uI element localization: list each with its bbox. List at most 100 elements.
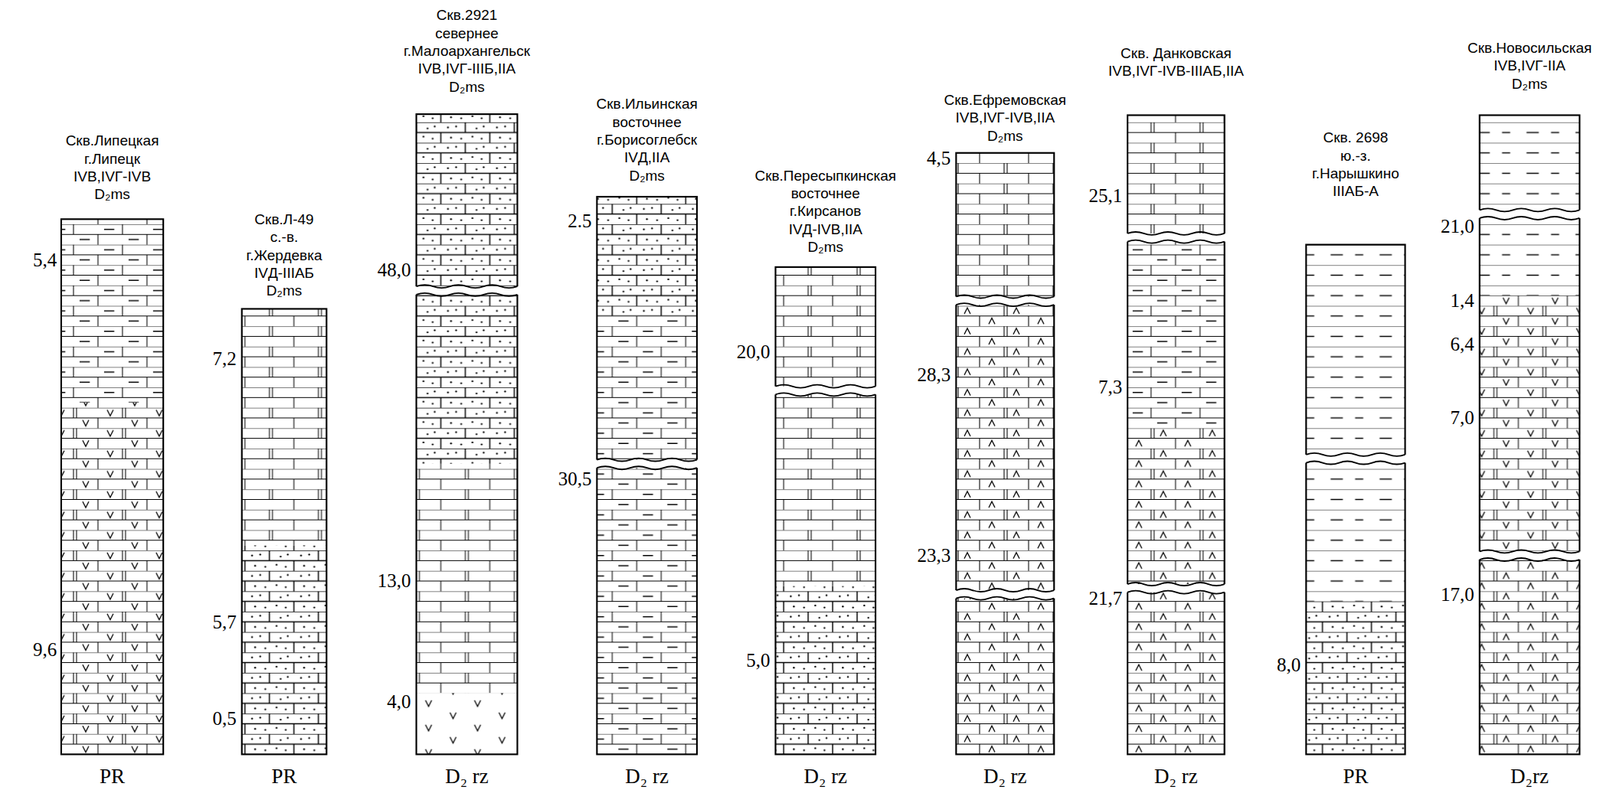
rock-layer	[1305, 245, 1405, 603]
break-line	[1127, 232, 1225, 236]
well-header: Скв.Л-49	[254, 210, 314, 229]
depth-value: 17,0	[1440, 584, 1475, 606]
rock-layer	[955, 153, 1054, 302]
well-header: г.Кирсанов	[789, 202, 861, 220]
depth-value: 28,3	[917, 364, 952, 387]
well-header: D₂ms	[1511, 75, 1548, 93]
column-outline	[775, 267, 877, 756]
well-header: севернее	[435, 24, 499, 43]
well-header: ю.-з.	[1340, 147, 1371, 165]
break-line	[416, 284, 518, 288]
depth-value: 20,0	[736, 341, 771, 364]
column-outline	[596, 196, 697, 755]
well-header: Скв.Пересыпкинская	[754, 166, 897, 185]
well-header: Скв.Новосильская	[1467, 39, 1592, 57]
break-line	[1479, 216, 1581, 220]
stratigraphic-index: D₂ rz	[803, 765, 848, 789]
depth-value: 48,0	[377, 259, 412, 282]
well-header: IVВ,IVГ-IIА	[1493, 56, 1566, 75]
well-header: с.-в.	[270, 228, 298, 246]
depth-value: 21,0	[1440, 215, 1475, 238]
well-header: Скв.Ефремовская	[944, 91, 1067, 109]
break-line	[775, 385, 877, 389]
well-header: г.Борисоглебск	[596, 130, 697, 149]
well-header: IVД-IVВ,IIА	[788, 220, 863, 239]
well-header: D₂ms	[808, 238, 844, 256]
rock-layer	[775, 267, 877, 587]
stratigraphic-index: PR	[1342, 765, 1368, 789]
depth-value: 8,0	[1276, 654, 1301, 677]
break-line	[1305, 461, 1405, 465]
column-outline	[955, 153, 1054, 756]
depth-value: 7,0	[1450, 407, 1475, 429]
depth-value: 4,0	[386, 691, 411, 714]
column-outline	[242, 308, 328, 755]
rock-layer	[596, 196, 697, 317]
rock-layer	[955, 301, 1054, 756]
depth-value: 2.5	[567, 210, 592, 233]
stratigraphic-index: D₂ rz	[444, 765, 489, 789]
depth-value: 21,7	[1088, 588, 1123, 610]
well-column: Скв.НовосильскаяIVВ,IVГ-IIАD₂msD₂rz	[1479, 115, 1581, 756]
depth-value: 5,4	[32, 249, 57, 272]
well-header: Скв.Ильинская	[596, 94, 698, 113]
well-column: Скв.2921севернеег.МалоархангельскIVВ,IVГ…	[416, 114, 518, 756]
well-header: D₂ms	[266, 281, 302, 300]
depth-value: 6,4	[1450, 333, 1475, 356]
stratigraphic-index: PR	[271, 765, 298, 789]
well-header: Скв.2921	[436, 6, 498, 24]
rock-layer	[242, 545, 328, 755]
rock-layer	[1479, 556, 1581, 756]
well-column: Скв.Л-49с.-в.г.ЖердевкаIVД-IIIАБD₂msPR	[242, 309, 328, 756]
break-line	[1479, 558, 1581, 562]
well-header: IVВ,IVГ-IIIБ,IIА	[418, 59, 516, 78]
rock-layer	[61, 402, 164, 755]
depth-value: 13,0	[377, 570, 412, 593]
depth-value: 5,0	[746, 650, 770, 672]
well-header: г.Жердевка	[246, 246, 323, 265]
break-line	[955, 295, 1054, 299]
depth-value: 5,7	[212, 611, 237, 634]
break-line	[775, 392, 877, 396]
rock-layer	[1305, 602, 1405, 756]
break-line	[1479, 208, 1581, 212]
rock-layer	[61, 219, 164, 403]
well-header: Скв. 2698	[1322, 128, 1388, 147]
stratigraphic-index: D₂ rz	[1154, 765, 1198, 789]
break-line	[596, 466, 697, 470]
well-header: IVВ,IVГ-IVВ	[73, 167, 151, 186]
rock-layer	[775, 586, 877, 756]
well-column: Скв. ДанковскаяIVВ,IVГ-IVВ-IIIАБ,IIАD₂ r…	[1127, 115, 1225, 756]
well-header: восточнее	[791, 184, 861, 203]
depth-value: 23,3	[917, 545, 952, 567]
rock-layer	[596, 316, 697, 756]
break-line	[1305, 453, 1405, 457]
break-line	[1127, 240, 1225, 244]
well-header: г.Малоархангельск	[403, 42, 531, 60]
well-header: IVД,IIА	[624, 148, 670, 167]
rock-layer	[1127, 237, 1225, 429]
well-header: восточнее	[612, 113, 682, 131]
depth-value: 4,5	[926, 147, 951, 170]
well-header: IVВ,IVГ-IVВ-IIIАБ,IIА	[1108, 62, 1244, 80]
depth-value: 25,1	[1088, 185, 1123, 207]
break-line	[955, 597, 1054, 601]
rock-layer	[1479, 295, 1581, 557]
break-line	[955, 303, 1054, 307]
stratigraphic-index: D₂rz	[1510, 765, 1549, 789]
depth-value: 0,5	[212, 708, 237, 730]
stratigraphic-index: PR	[99, 765, 125, 789]
stratigraphic-index: D₂ rz	[624, 765, 669, 789]
depth-value: 1,4	[1450, 290, 1475, 312]
well-header: D₂ms	[987, 127, 1023, 145]
well-header: D₂ms	[628, 166, 665, 185]
well-column: Скв. 2698ю.-з.г.НарышкиноIIIАБ-АPR	[1305, 245, 1405, 756]
rock-layer	[242, 308, 328, 546]
well-header: D₂ms	[94, 185, 130, 203]
depth-value: 7,2	[212, 348, 237, 370]
rock-layer	[1127, 114, 1225, 238]
rock-layer	[416, 464, 518, 694]
well-header: г.Нарышкино	[1312, 164, 1400, 183]
